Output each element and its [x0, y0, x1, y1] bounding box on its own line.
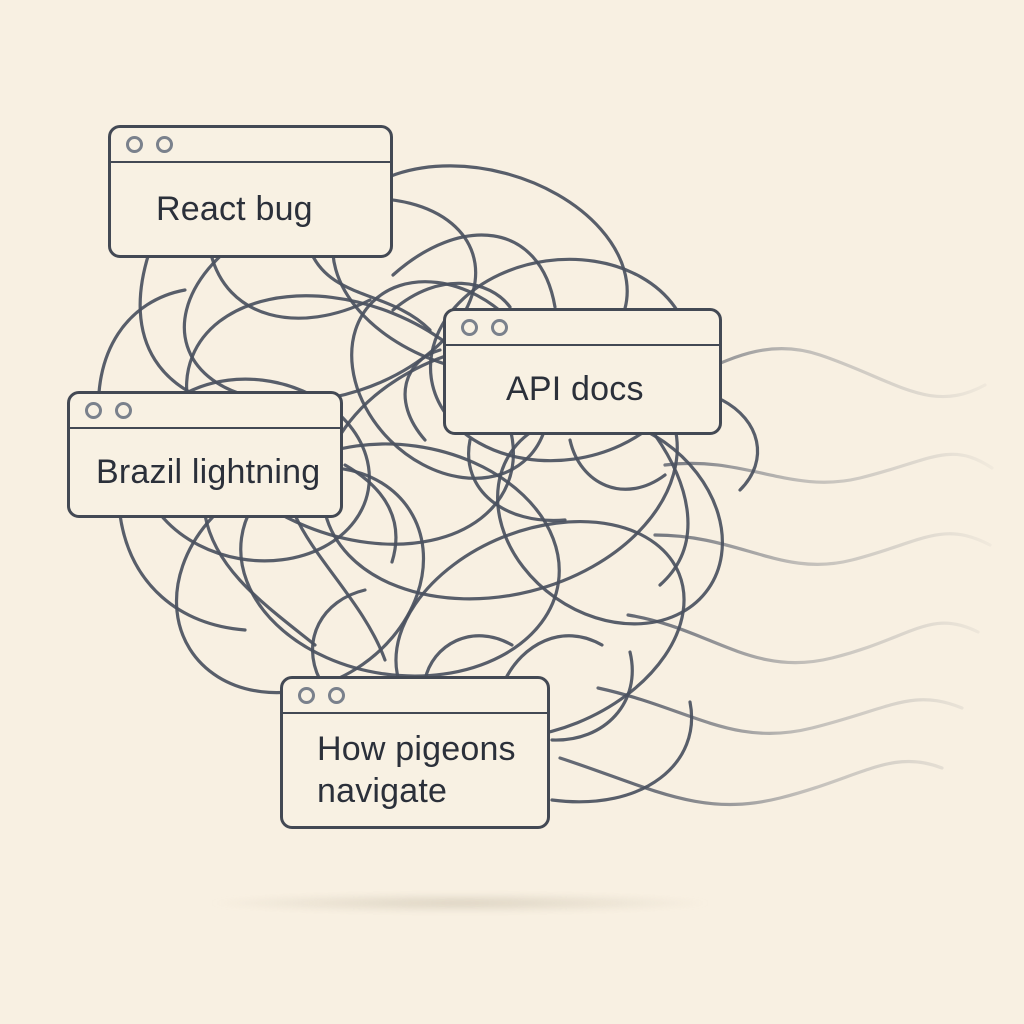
window-title-text: How pigeons navigate [317, 730, 516, 810]
window-title-text: Brazil lightning [96, 453, 321, 491]
window-brazil-lightning: Brazil lightning [67, 391, 343, 518]
window-title-text: React bug [156, 190, 313, 228]
window-dot-icon [85, 402, 102, 419]
window-dot-icon [461, 319, 478, 336]
window-dot-icon [298, 687, 315, 704]
window-dot-icon [115, 402, 132, 419]
window-react-bug: React bug [108, 125, 393, 258]
window-titlebar [446, 311, 719, 346]
window-titlebar [283, 679, 547, 714]
window-dot-icon [126, 136, 143, 153]
window-dot-icon [156, 136, 173, 153]
window-title-text: API docs [506, 370, 644, 408]
window-api-docs: API docs [443, 308, 722, 435]
window-titlebar [111, 128, 390, 163]
window-dot-icon [491, 319, 508, 336]
window-how-pigeons-navigate: How pigeons navigate [280, 676, 550, 829]
floor-shadow [205, 893, 715, 913]
window-dot-icon [328, 687, 345, 704]
window-titlebar [70, 394, 340, 429]
